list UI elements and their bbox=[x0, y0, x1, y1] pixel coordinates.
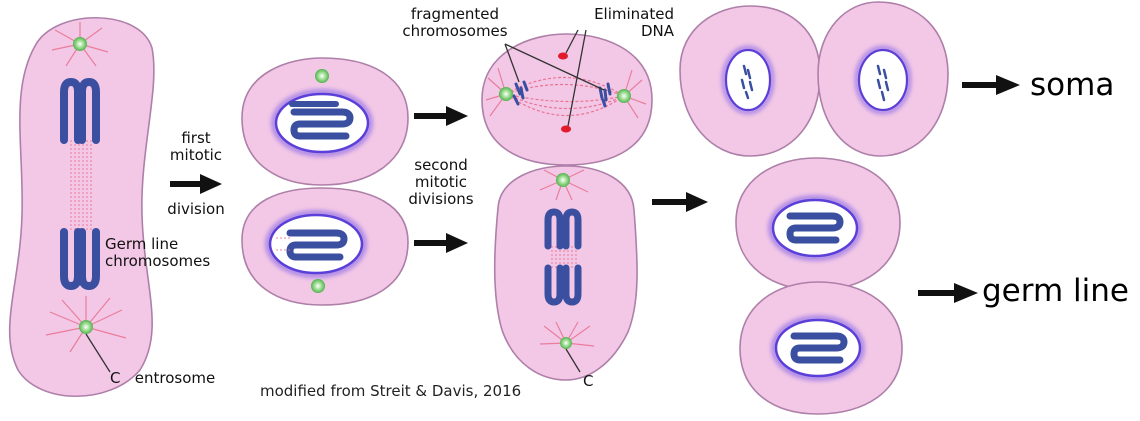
germline-chromosomes-label: Germ line chromosomes bbox=[105, 236, 210, 270]
centrosome-bottom bbox=[79, 320, 93, 334]
arrows bbox=[170, 75, 1020, 303]
centrosome-3d bbox=[560, 337, 572, 349]
first-division-label: first mitotic bbox=[160, 130, 232, 164]
arrow-bottom-cell bbox=[414, 233, 468, 253]
second-divisions-line1: second bbox=[414, 156, 468, 174]
zygote-membrane bbox=[8, 16, 155, 397]
eliminated-line1: Eliminated bbox=[594, 5, 674, 23]
first-division-line1: first bbox=[181, 129, 211, 147]
centrosome-label: C entrosome bbox=[110, 370, 215, 387]
soma-nucleus-right bbox=[857, 48, 909, 112]
credit-text: modified from Streit & Davis, 2016 bbox=[260, 382, 522, 400]
arrow-first-division bbox=[170, 174, 222, 194]
centrosome-3c bbox=[556, 173, 570, 187]
two-cell-stage bbox=[241, 57, 409, 306]
chromosome-group-top bbox=[60, 78, 100, 144]
soma-label: soma bbox=[1030, 67, 1115, 103]
germline-chrom-line2: chromosomes bbox=[105, 252, 211, 270]
zygote-cell bbox=[8, 16, 155, 397]
first-division-line2: mitotic bbox=[169, 146, 223, 164]
centrosome-letter: C bbox=[110, 369, 121, 387]
germ-line-label: germ line bbox=[982, 273, 1129, 309]
centrosome-3b bbox=[617, 89, 631, 103]
arrow-germ-line bbox=[918, 283, 978, 303]
centrosome-top bbox=[73, 37, 87, 51]
arrow-to-four-cell bbox=[652, 192, 708, 212]
arrow-soma bbox=[962, 75, 1020, 95]
eliminated-dna-top bbox=[558, 52, 568, 60]
eliminated-line2: DNA bbox=[640, 22, 674, 40]
four-cell-stage bbox=[679, 1, 949, 415]
centrosome-2b bbox=[311, 279, 325, 293]
arrow-top-cell bbox=[414, 106, 468, 126]
eliminated-dna-bottom bbox=[561, 125, 571, 133]
germline-chrom-line1: Germ line bbox=[105, 235, 179, 253]
centrosome-3a bbox=[499, 87, 513, 101]
label-pointers bbox=[504, 29, 605, 127]
first-division-line3: division bbox=[167, 200, 225, 218]
somatic-dividing-cell bbox=[481, 33, 653, 166]
centrosome-rest: entrosome bbox=[134, 369, 216, 387]
soma-nucleus-left bbox=[724, 48, 772, 112]
fragmented-chromosomes-label: fragmented chromosomes bbox=[390, 6, 520, 40]
fragmented-line1: fragmented bbox=[410, 5, 500, 23]
centrosome-label-2: C bbox=[583, 372, 594, 390]
centrosome-2a bbox=[315, 69, 329, 83]
second-division-stage bbox=[481, 33, 653, 381]
second-divisions-label: second mitotic divisions bbox=[398, 157, 484, 208]
chromosome-group-bottom bbox=[60, 228, 100, 290]
second-divisions-line3: divisions bbox=[408, 190, 474, 208]
eliminated-dna-label: Eliminated DNA bbox=[578, 6, 674, 40]
fragmented-line2: chromosomes bbox=[402, 22, 508, 40]
second-divisions-line2: mitotic bbox=[414, 173, 468, 191]
